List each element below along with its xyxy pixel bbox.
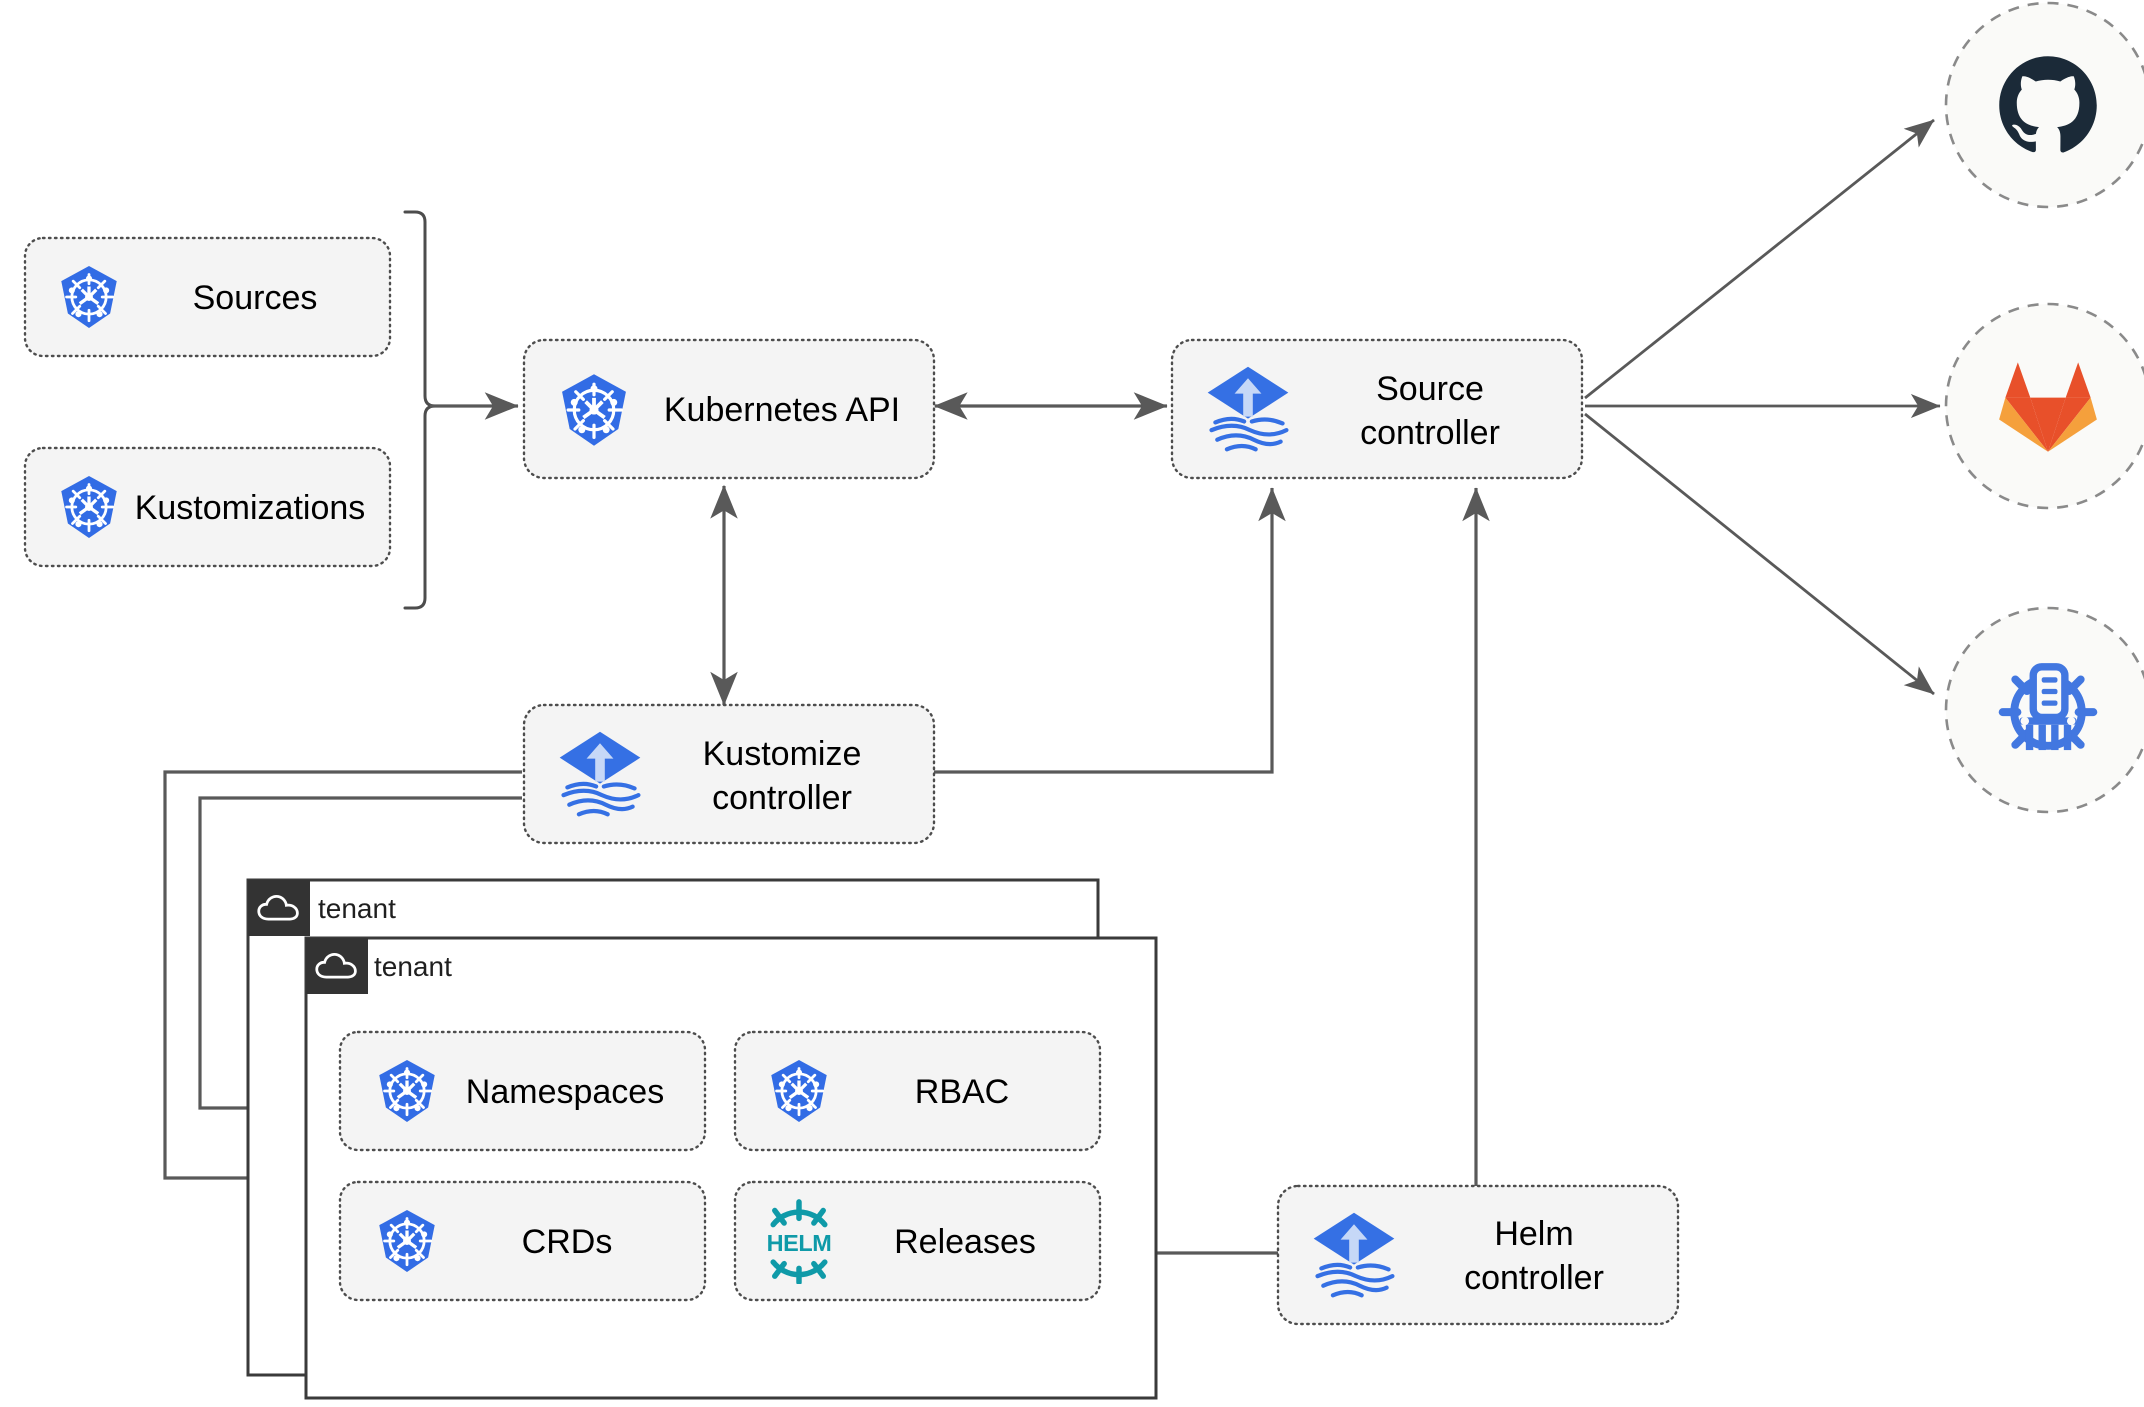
- tenant-label-front: tenant: [374, 951, 452, 982]
- node-releases[interactable]: Releases: [733, 1180, 1102, 1302]
- node-helm-controller[interactable]: Helm controller: [1276, 1184, 1680, 1326]
- node-crds[interactable]: CRDs: [338, 1180, 707, 1302]
- releases-label: Releases: [894, 1223, 1036, 1261]
- kustomize-controller-label-line2: controller: [712, 779, 852, 817]
- crds-label: CRDs: [522, 1223, 613, 1261]
- node-kustomizations[interactable]: Kustomizations: [23, 446, 392, 568]
- kustomize-controller-label-line1: Kustomize: [703, 735, 862, 773]
- edge-source-to-github: [1584, 118, 1935, 400]
- edge-source-to-registry: [1584, 412, 1935, 696]
- node-kubernetes-api[interactable]: Kubernetes API: [522, 338, 936, 480]
- source-controller-label-line2: controller: [1360, 414, 1500, 452]
- node-source-controller[interactable]: Source controller: [1170, 338, 1584, 480]
- helm-icon: [767, 1202, 832, 1283]
- namespaces-label: Namespaces: [466, 1073, 664, 1111]
- node-namespaces[interactable]: Namespaces: [338, 1030, 707, 1152]
- source-controller-label-line1: Source: [1376, 370, 1484, 408]
- node-sources[interactable]: Sources: [23, 236, 392, 358]
- tenant-panel-front[interactable]: tenant: [304, 936, 1158, 1400]
- helm-controller-label-line1: Helm: [1494, 1215, 1573, 1253]
- node-registry[interactable]: [1944, 606, 2144, 814]
- resources-brace: [403, 210, 437, 610]
- edge-kustomize-to-source: [930, 487, 1286, 774]
- sources-label: Sources: [193, 279, 318, 317]
- kubernetes-api-label: Kubernetes API: [664, 391, 900, 429]
- edge-kustomize-to-tenant-back: [163, 770, 522, 1192]
- rbac-label: RBAC: [915, 1073, 1009, 1111]
- helm-controller-label-line2: controller: [1464, 1259, 1604, 1297]
- node-github[interactable]: [1944, 1, 2144, 209]
- node-rbac[interactable]: RBAC: [733, 1030, 1102, 1152]
- kustomizations-label: Kustomizations: [135, 489, 366, 527]
- node-gitlab[interactable]: [1944, 302, 2144, 510]
- node-kustomize-controller[interactable]: Kustomize controller: [522, 703, 936, 845]
- tenant-label-back: tenant: [318, 893, 396, 924]
